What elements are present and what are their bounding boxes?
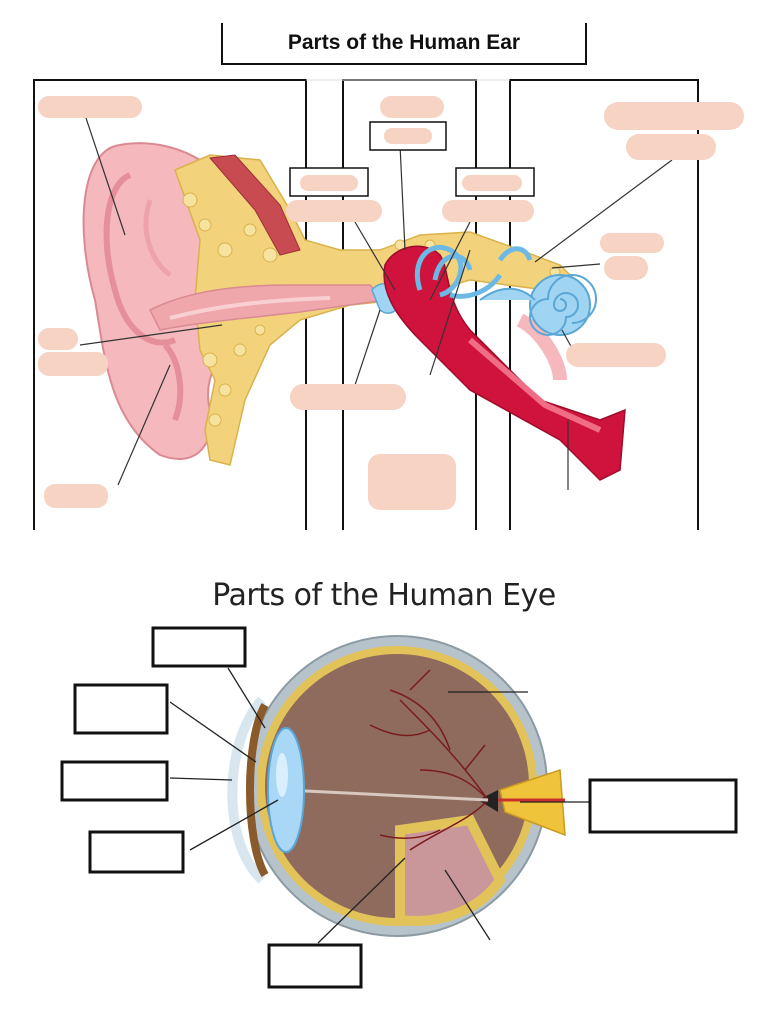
eye-leader-lines <box>169 667 590 944</box>
ear-diagram <box>33 79 744 530</box>
cochlea <box>479 274 597 336</box>
eye-label-boxes <box>60 626 738 989</box>
ear-diagram-title: Parts of the Human Ear <box>287 31 521 54</box>
eustachian-tube <box>383 245 626 481</box>
eye-cut-section <box>395 814 506 926</box>
ear-tissue <box>174 154 577 466</box>
eye-diagram-title: Parts of the Human Eye <box>212 578 556 613</box>
blood-vessels <box>369 669 489 851</box>
ear-title-box: Parts of the Human Ear <box>221 23 587 65</box>
ear-leader-lines <box>79 114 673 490</box>
front-eye <box>227 696 305 884</box>
ear-blank-labels <box>38 96 744 510</box>
